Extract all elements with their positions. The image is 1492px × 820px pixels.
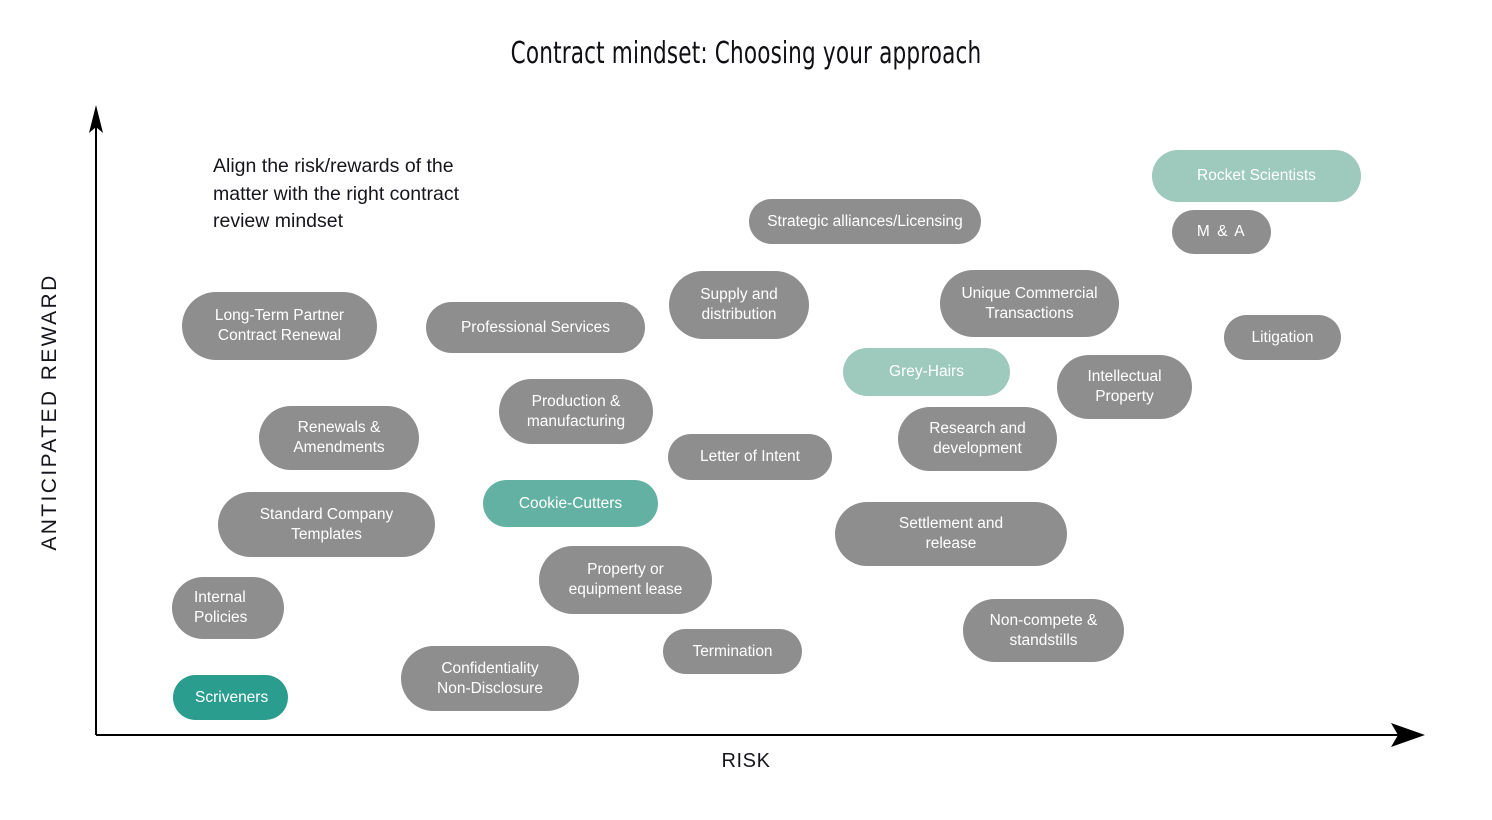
arrow-up-icon	[89, 105, 103, 133]
pill-m-and-a[interactable]: M & A	[1172, 210, 1271, 254]
pill-rocket-scientists[interactable]: Rocket Scientists	[1152, 150, 1361, 202]
pill-label: Production & manufacturing	[526, 392, 626, 430]
pill-label: Renewals & Amendments	[293, 419, 385, 456]
pill-label: Rocket Scientists	[1197, 167, 1316, 184]
page-title: Contract mindset: Choosing your approach	[510, 36, 982, 71]
pill-professional-services[interactable]: Professional Services	[426, 302, 645, 353]
pill-litigation[interactable]: Litigation	[1224, 315, 1341, 360]
pill-label: Settlement and release	[898, 515, 1004, 552]
pill-grey-hairs[interactable]: Grey-Hairs	[843, 348, 1010, 396]
pill-label: Scriveners	[195, 688, 269, 706]
pill-cookie-cutters[interactable]: Cookie-Cutters	[483, 480, 658, 527]
pill-label: Intellectual Property	[1087, 368, 1162, 405]
pill-label: Standard Company Templates	[259, 505, 394, 543]
pill-settlement-and-release[interactable]: Settlement and release	[835, 502, 1067, 566]
pill-renewals-and-amendments[interactable]: Renewals & Amendments	[259, 406, 419, 470]
pill-label: Strategic alliances/Licensing	[767, 212, 963, 230]
pill-label: Professional Services	[460, 318, 611, 336]
pill-label: Internal Policies	[194, 589, 248, 626]
pill-production-and-manufacturing[interactable]: Production & manufacturing	[499, 379, 653, 444]
pill-scriveners[interactable]: Scriveners	[173, 675, 288, 720]
pill-label: Litigation	[1251, 328, 1314, 346]
pill-label: Supply and distribution	[700, 286, 778, 323]
pill-label: M & A	[1196, 223, 1247, 240]
pill-label: Property or equipment lease	[568, 561, 683, 598]
pill-label: Grey-Hairs	[889, 363, 964, 380]
pill-label: Unique Commercial Transactions	[961, 284, 1098, 322]
pill-intellectual-property[interactable]: Intellectual Property	[1057, 355, 1192, 419]
x-axis-label: RISK	[721, 750, 771, 772]
pill-label: Termination	[692, 642, 773, 660]
pill-internal-policies[interactable]: Internal Policies	[172, 577, 284, 639]
annotation-text: Align the risk/rewards of the matter wit…	[213, 155, 460, 232]
pill-label: Confidentiality Non-Disclosure	[437, 659, 543, 697]
pill-label: Cookie-Cutters	[518, 494, 623, 512]
pill-supply-and-distribution[interactable]: Supply and distribution	[669, 271, 809, 339]
pill-standard-company-templates[interactable]: Standard Company Templates	[218, 492, 435, 557]
arrow-right-icon	[1391, 723, 1425, 747]
pill-property-or-equipment-lease[interactable]: Property or equipment lease	[539, 546, 712, 614]
pill-research-and-development[interactable]: Research and development	[898, 407, 1057, 471]
pill-termination[interactable]: Termination	[663, 629, 802, 674]
pill-non-compete-and-standstills[interactable]: Non-compete & standstills	[963, 599, 1124, 662]
pill-label: Non-compete & standstills	[989, 611, 1098, 649]
pill-unique-commercial-transactions[interactable]: Unique Commercial Transactions	[940, 270, 1119, 337]
y-axis-label: ANTICIPATED REWARD	[38, 273, 61, 551]
pill-label: Research and development	[929, 420, 1026, 457]
pill-letter-of-intent[interactable]: Letter of Intent	[668, 434, 832, 480]
pill-confidentiality-non-disclosure[interactable]: Confidentiality Non-Disclosure	[401, 646, 579, 711]
pill-long-term-partner-contract-renewal[interactable]: Long-Term Partner Contract Renewal	[182, 292, 377, 360]
pill-label: Letter of Intent	[700, 448, 800, 465]
pill-strategic-alliances-licensing[interactable]: Strategic alliances/Licensing	[749, 199, 981, 244]
pill-label: Long-Term Partner Contract Renewal	[214, 307, 345, 344]
